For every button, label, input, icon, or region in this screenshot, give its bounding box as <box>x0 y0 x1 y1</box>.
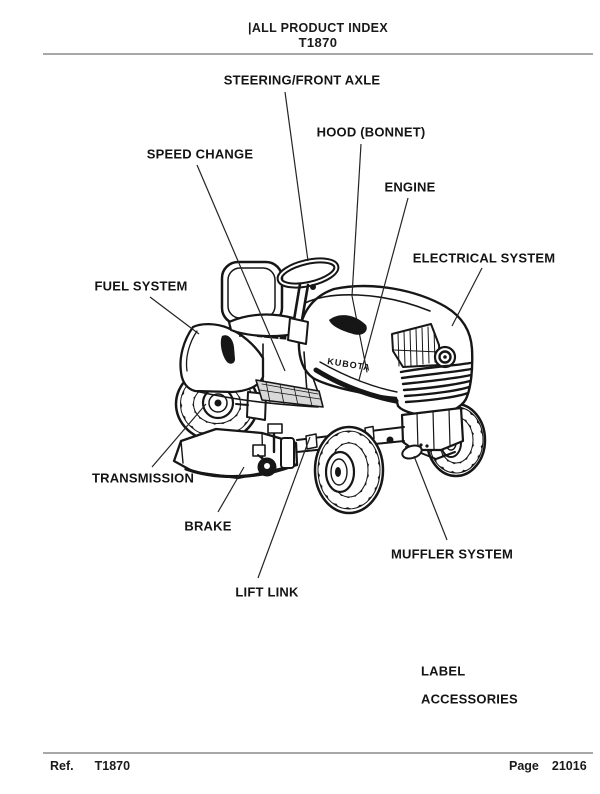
seat <box>220 260 301 338</box>
leader-line-engine <box>358 197 409 381</box>
leader-line-transmission <box>151 403 207 468</box>
header-rule <box>43 53 593 55</box>
callout-hood-bonnet[interactable]: HOOD (BONNET) <box>316 124 426 140</box>
callout-speed-change[interactable]: SPEED CHANGE <box>146 146 254 162</box>
hood: KUBOTA <box>297 284 474 417</box>
mower-deck <box>172 423 299 480</box>
ref-value: T1870 <box>94 759 131 773</box>
page-number: 21016 <box>551 759 587 773</box>
callout-label[interactable]: LABEL <box>421 663 466 679</box>
footer-reference: Ref. T1870 <box>50 759 130 773</box>
leader-line-steering-front-axle <box>284 91 309 262</box>
callout-engine[interactable]: ENGINE <box>384 179 436 195</box>
leader-line-electrical-system <box>451 267 483 327</box>
kubota-logo-icon <box>433 345 457 369</box>
hood-stripe <box>313 367 399 404</box>
callout-lift-link[interactable]: LIFT LINK <box>235 584 299 600</box>
muffler <box>401 444 423 460</box>
hood-vent <box>329 315 367 335</box>
footer-page: Page 21016 <box>509 759 587 773</box>
leader-line-brake <box>217 466 245 513</box>
leader-line-lift-link <box>257 436 311 579</box>
leader-line-hood-bonnet <box>351 143 362 297</box>
callout-brake[interactable]: BRAKE <box>184 518 232 534</box>
tractor-illustration: KUBOTA <box>172 257 487 515</box>
steering-wheel <box>276 257 340 345</box>
footer-rule <box>43 752 593 754</box>
page-title: |ALL PRODUCT INDEX <box>248 21 388 35</box>
ref-label: Ref. <box>50 759 74 773</box>
page-label: Page <box>509 759 539 773</box>
callout-muffler-system[interactable]: MUFFLER SYSTEM <box>391 546 513 562</box>
callout-accessories[interactable]: ACCESSORIES <box>421 691 518 707</box>
callout-transmission[interactable]: TRANSMISSION <box>91 470 195 486</box>
footrest <box>255 379 324 408</box>
callout-fuel-system[interactable]: FUEL SYSTEM <box>94 278 188 294</box>
callout-steering-front-axle[interactable]: STEERING/FRONT AXLE <box>223 72 381 88</box>
front-grille <box>399 361 473 404</box>
leader-line-muffler-system <box>413 455 448 541</box>
front-left-wheel <box>313 425 385 515</box>
model-number: T1870 <box>298 35 338 50</box>
callout-electrical-system[interactable]: ELECTRICAL SYSTEM <box>412 250 556 266</box>
leader-line-fuel-system <box>149 296 200 335</box>
leader-lines <box>149 91 483 579</box>
leader-line-speed-change <box>196 164 286 372</box>
